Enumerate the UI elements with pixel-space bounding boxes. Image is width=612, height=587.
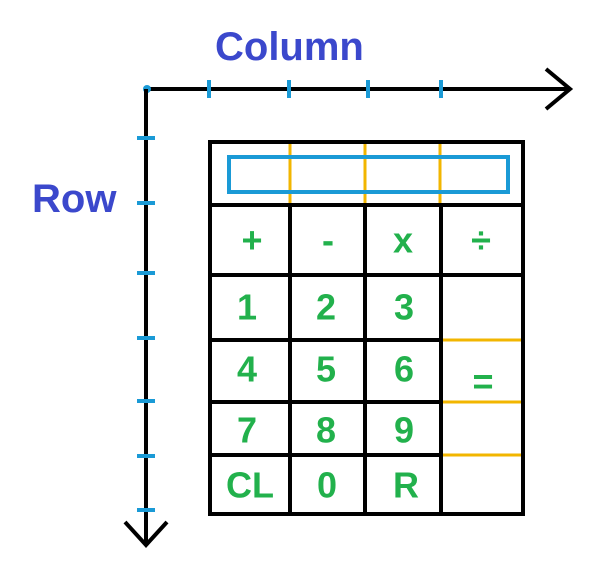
column-axis-label: Column xyxy=(215,25,364,69)
key-2[interactable]: 2 xyxy=(316,287,336,328)
key-8[interactable]: 8 xyxy=(316,410,336,451)
key-1[interactable]: 1 xyxy=(237,287,257,328)
key-0[interactable]: 0 xyxy=(317,465,337,506)
minus-key[interactable]: - xyxy=(322,220,334,261)
plus-key[interactable]: + xyxy=(241,220,262,261)
key-6[interactable]: 6 xyxy=(394,349,414,390)
key-9[interactable]: 9 xyxy=(394,410,414,451)
column-axis xyxy=(143,67,574,111)
equals-key[interactable]: = xyxy=(472,361,493,402)
row-axis xyxy=(123,89,169,548)
key-3[interactable]: 3 xyxy=(394,287,414,328)
clear-key[interactable]: CL xyxy=(226,465,274,506)
row-arrow-icon xyxy=(123,520,169,548)
key-4[interactable]: 4 xyxy=(237,349,257,390)
row-axis-label: Row xyxy=(32,177,117,221)
column-arrow-icon xyxy=(544,67,574,111)
multiply-key[interactable]: x xyxy=(393,220,413,261)
key-5[interactable]: 5 xyxy=(316,349,336,390)
divide-key[interactable]: ÷ xyxy=(471,220,491,261)
key-7[interactable]: 7 xyxy=(237,410,257,451)
calculator-grid xyxy=(208,140,525,516)
display-screen xyxy=(227,155,510,194)
r-key[interactable]: R xyxy=(393,465,419,506)
